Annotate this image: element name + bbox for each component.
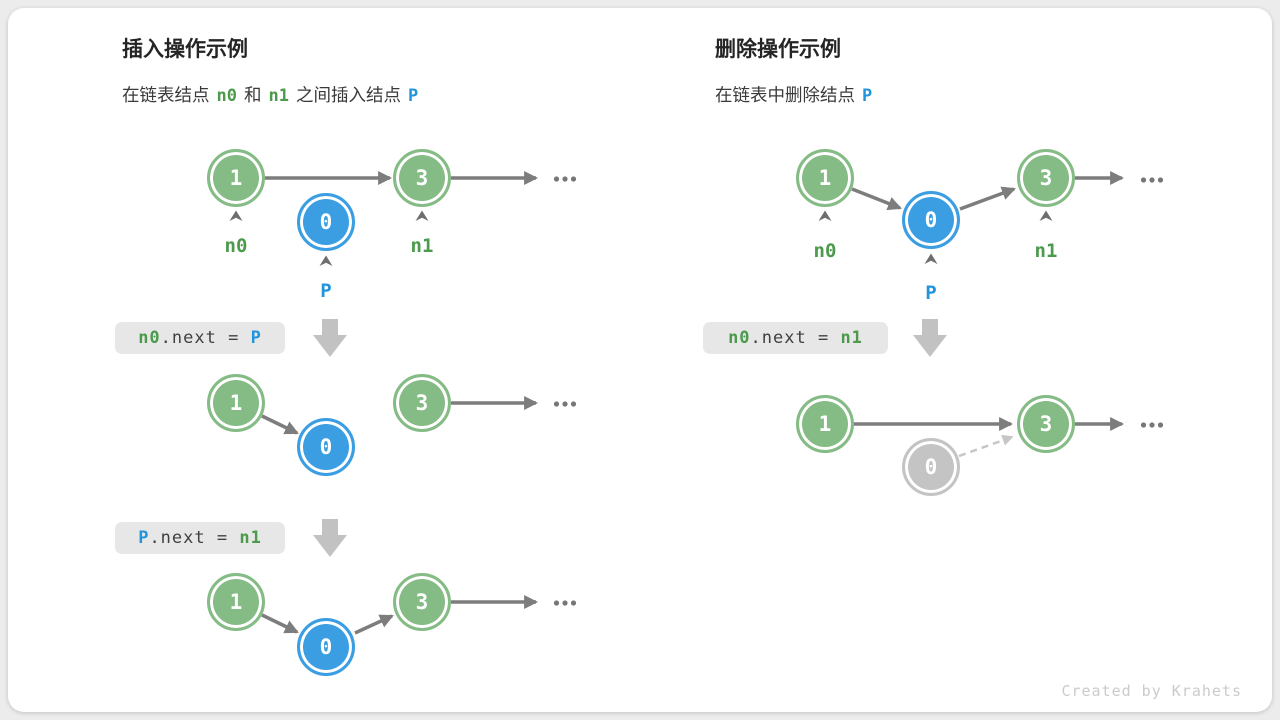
code-segment: n0 <box>138 328 161 348</box>
code-segment: n0 <box>728 328 751 348</box>
subtitle-token: n1 <box>268 86 289 106</box>
list-node-green: 3 <box>393 573 451 631</box>
node-label: n1 <box>1034 240 1058 262</box>
list-node-green: 3 <box>393 374 451 432</box>
subtitle-text: 在链表中删除结点 <box>715 85 855 105</box>
subtitle-token: n0 <box>216 86 237 106</box>
list-node-green: 1 <box>207 149 265 207</box>
code-segment: n1 <box>239 528 262 548</box>
list-node-blue: 0 <box>297 193 355 251</box>
list-node-blue: 0 <box>902 191 960 249</box>
code-label: n0.next = P <box>115 322 285 354</box>
insert-section-header: 插入操作示例 <box>122 36 248 64</box>
code-segment: n1 <box>840 328 863 348</box>
code-segment: .next = <box>160 328 251 348</box>
list-node-green: 3 <box>1017 395 1075 453</box>
code-segment: P <box>250 328 262 348</box>
subtitle-text: 和 <box>243 85 262 105</box>
subtitle-token: P <box>407 86 419 106</box>
subtitle-token: P <box>862 86 873 106</box>
node-label: n1 <box>410 235 434 257</box>
list-node-green: 1 <box>207 374 265 432</box>
subtitle-text: 在链表结点 <box>122 85 210 105</box>
delete-subtitle: 在链表中删除结点 P <box>715 82 879 109</box>
list-node-green: 3 <box>1017 149 1075 207</box>
delete-title: 删除操作示例 <box>715 38 841 61</box>
node-label: n0 <box>813 240 837 262</box>
list-node-green: 1 <box>796 149 854 207</box>
credit-text: Created by Krahets <box>1061 682 1242 700</box>
list-node-gray: 0 <box>902 438 960 496</box>
node-label: P <box>925 282 937 304</box>
subtitle-text: 之间插入结点 <box>295 85 401 105</box>
delete-section-header: 删除操作示例 <box>715 36 841 64</box>
insert-title: 插入操作示例 <box>122 38 248 61</box>
node-label: P <box>320 280 332 302</box>
code-segment: P <box>138 528 150 548</box>
code-label: n0.next = n1 <box>703 322 888 354</box>
list-node-green: 3 <box>393 149 451 207</box>
list-node-green: 1 <box>796 395 854 453</box>
code-segment: .next = <box>750 328 841 348</box>
list-node-blue: 0 <box>297 618 355 676</box>
code-label: P.next = n1 <box>115 522 285 554</box>
list-node-blue: 0 <box>297 418 355 476</box>
insert-subtitle: 在链表结点 n0 和 n1 之间插入结点 P <box>122 82 425 109</box>
node-label: n0 <box>224 235 248 257</box>
list-node-green: 1 <box>207 573 265 631</box>
code-segment: .next = <box>149 528 240 548</box>
